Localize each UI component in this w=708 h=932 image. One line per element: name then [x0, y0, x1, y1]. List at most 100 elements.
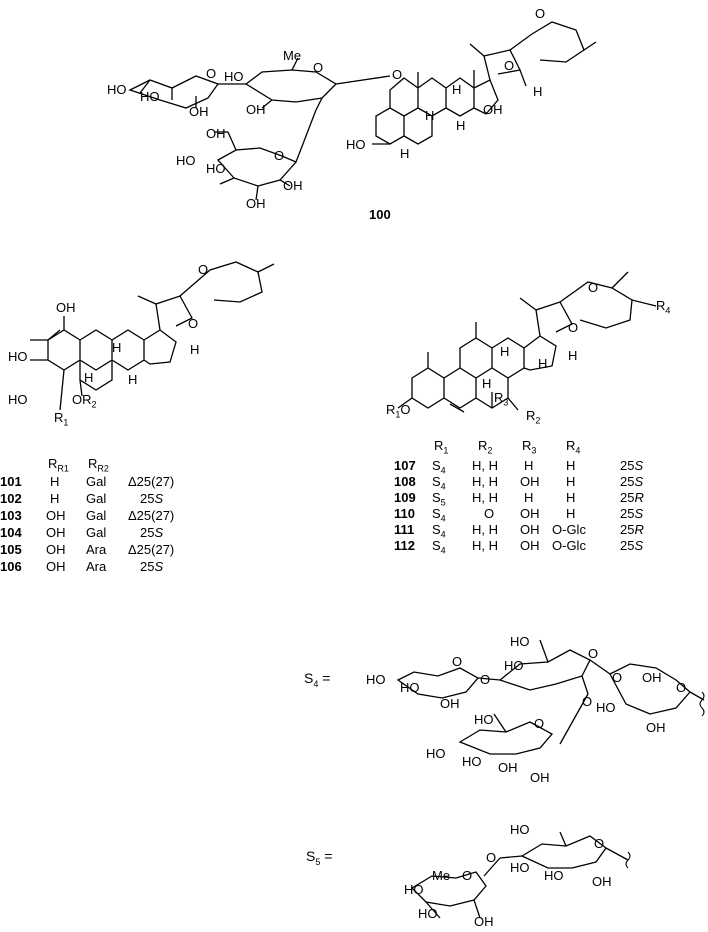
table1-cell-r1: H [50, 491, 60, 506]
s107-h-2: H [500, 344, 510, 359]
table1-cell-r2: Ara [86, 559, 107, 574]
table2-cell-note: 25S [620, 538, 644, 553]
table1-cell-id: 101 [0, 474, 22, 489]
s5-label: S5 = [306, 848, 333, 867]
c100-oh-3: OH [206, 126, 226, 141]
compound-101-106-structure [30, 261, 275, 411]
c100-oh-5: OH [283, 178, 303, 193]
s4-ho-3: HO [510, 634, 530, 649]
table1-cell-r2: Ara [86, 542, 107, 557]
s101-o-2: O [198, 262, 209, 277]
table1-cell-id: 105 [0, 542, 22, 557]
c100-o-1: O [206, 66, 217, 81]
s5-o-3: O [462, 868, 473, 883]
table2-cell-r3: OH [520, 522, 540, 537]
s101-o-1: O [188, 316, 199, 331]
table1-cell-id: 103 [0, 508, 22, 523]
s4-oh-1: OH [440, 696, 460, 711]
table2-cell-r4: O-Glc [552, 522, 586, 537]
table2-cell-r4: H [566, 474, 576, 489]
table2-cell-r4: O-Glc [552, 538, 586, 553]
c100-h-2: H [425, 108, 435, 123]
s107-o-1: O [588, 280, 599, 295]
table2-cell-note: 25S [620, 458, 644, 473]
s4-ho-1: HO [366, 672, 386, 687]
s5-me: Me [432, 868, 451, 883]
table1-cell-note: 25S [140, 559, 164, 574]
table1-cell-note: 25S [140, 491, 164, 506]
table2-cell-id: 107 [394, 458, 416, 473]
s5-ho-2: HO [510, 860, 530, 875]
s107-r3: R3 [494, 390, 509, 408]
c100-ho-4: HO [176, 153, 196, 168]
table2-header-r3: R3 [522, 438, 537, 456]
s101-h-4: H [190, 342, 200, 357]
table1-header-r1: RR1 [48, 456, 69, 474]
s101-ho-1: HO [8, 349, 28, 364]
s4-oh-3: OH [646, 720, 666, 735]
compound-100-number: 100 [369, 207, 391, 222]
table1-cell-r1: OH [46, 508, 66, 523]
s101-h-1: H [84, 370, 94, 385]
c100-me: Me [283, 48, 302, 63]
s101-or2: OR2 [72, 392, 97, 410]
c100-ho-2: HO [140, 89, 160, 104]
table1-cell-r2: Gal [86, 525, 107, 540]
table2-cell-id: 110 [394, 506, 415, 521]
c100-ho-3: HO [224, 69, 244, 84]
s101-oh-top: OH [56, 300, 76, 315]
table1-cell-r2: Gal [86, 491, 107, 506]
c100-o-2: O [313, 60, 324, 75]
s4-label: S4 = [304, 670, 331, 689]
table1-cell-r1: H [50, 474, 60, 489]
table2-cell-r1: S4 [432, 458, 446, 476]
s101-h-3: H [128, 372, 138, 387]
s101-r1: R1 [54, 410, 69, 428]
table2-header-r4: R4 [566, 438, 581, 456]
table2-cell-r1: S4 [432, 538, 446, 556]
s107-h-1: H [568, 348, 578, 363]
table2-cell-note: 25S [620, 474, 644, 489]
s5-sugar-chain-structure [410, 831, 631, 919]
table1-cell-r2: Gal [86, 508, 107, 523]
table2-cell-note: 25R [620, 490, 644, 505]
table2-cell-r2: H, H [472, 474, 498, 489]
s4-o-1: O [452, 654, 463, 669]
table2-cell-r2: H, H [472, 458, 498, 473]
table2-cell-r1: S5 [432, 490, 446, 508]
c100-ho-5: HO [206, 161, 226, 176]
s4-o-6: O [582, 694, 593, 709]
c100-h-4: H [456, 118, 466, 133]
table2-cell-r3: OH [520, 474, 540, 489]
s107-h-4: H [482, 376, 492, 391]
table2-cell-r4: H [566, 490, 576, 505]
table2-cell-note: 25R [620, 522, 644, 537]
table2-cell-r3: H [524, 458, 534, 473]
table1-cell-r1: OH [46, 542, 66, 557]
c100-oh-1: OH [189, 104, 209, 119]
table2-cell-id: 111 [394, 522, 415, 537]
s4-oh-5: OH [530, 770, 550, 785]
table1-cell-note: Δ25(27) [128, 474, 175, 489]
table1-cell-id: 106 [0, 559, 22, 574]
c100-o-4: O [274, 148, 285, 163]
table2-header-r1: R1 [434, 438, 449, 456]
table1-cell-r1: OH [46, 559, 66, 574]
s4-o-2: O [480, 672, 491, 687]
s107-o-2: O [568, 320, 579, 335]
table1-cell-r1: OH [46, 525, 66, 540]
table2-cell-r2: H, H [472, 538, 498, 553]
s5-ho-4: HO [404, 882, 424, 897]
table2-cell-r3: OH [520, 538, 540, 553]
table2-cell-r2: H, H [472, 522, 498, 537]
c100-ho-6: HO [346, 137, 366, 152]
compound-100-structure [128, 21, 597, 201]
c100-oh-2: OH [246, 102, 266, 117]
table2-cell-r1: S4 [432, 522, 446, 540]
table1-cell-id: 104 [0, 525, 22, 540]
table1-cell-id: 102 [0, 491, 22, 506]
s107-r2: R2 [526, 408, 541, 426]
c100-o-6: O [535, 6, 546, 21]
s107-r4: R4 [656, 298, 671, 316]
s5-ho-5: HO [418, 906, 438, 921]
